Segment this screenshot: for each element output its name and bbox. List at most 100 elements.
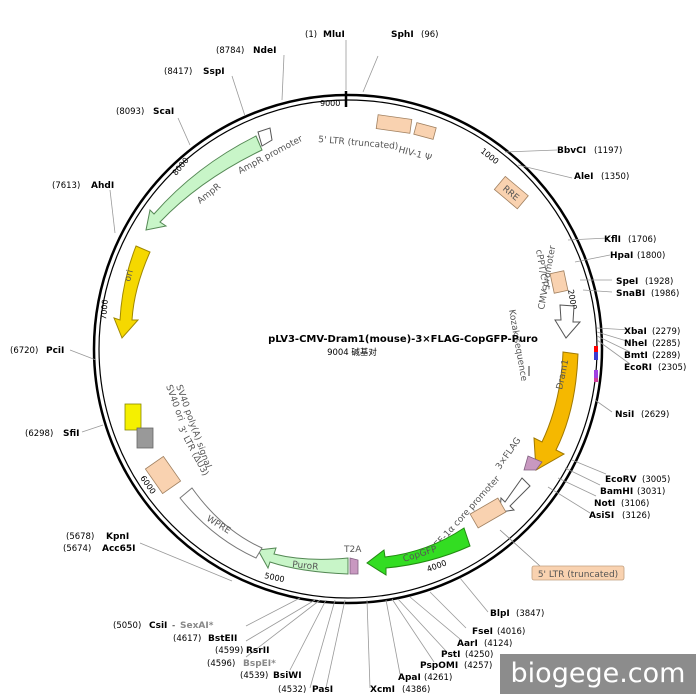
site-apai: ApaI [398,673,421,683]
tick-9000: 9000 [320,99,340,108]
mcs-mark-blue [594,352,598,360]
site-snabi: SnaBI [616,289,645,299]
wpre-feature [179,487,263,559]
leader-lines [69,40,631,689]
plasmid-size: 9004 碱基对 [327,347,377,358]
site-bsteii: BstEII [208,634,237,644]
site-bbvci-pos: (1197) [594,146,622,156]
site-pcii: PciI [46,346,64,356]
site-nhei-pos: (2285) [652,339,680,349]
sv40ori-feature [136,427,154,449]
ltr5-feature [375,114,413,134]
hiv-psi-feature [413,122,437,140]
site-bamhi-pos: (3031) [637,487,665,497]
site-aari-pos: (4124) [484,639,512,649]
ori-label: ori [123,269,136,283]
site-acc65i-pos: (5674) [63,544,91,554]
site-sspi: SspI [203,67,225,77]
site-bspei: BspEI* [243,659,276,669]
watermark: biogege.com [500,654,696,694]
site-mlui: MluI [323,30,345,40]
site-xcmi: XcmI [370,685,395,695]
puror-label: PuroR [292,560,319,573]
site-pspomi: PspOMI [420,661,458,671]
site-pasi: PasI [312,685,333,695]
site-bamhi: BamHI [600,487,633,497]
site-nhei: NheI [624,339,647,349]
site-xcmi-pos: (4386) [402,685,430,695]
site-bmti: BmtI [624,351,648,361]
site-spei-pos: (1928) [645,277,673,287]
site-psti-pos: (4250) [465,650,493,660]
kozak-label: Kozak sequence [506,309,529,383]
copgfp-arrow [366,527,471,576]
site-asisi-pos: (3126) [622,511,650,521]
site-pasi-pos: (4532) [278,685,306,695]
site-ecorv-pos: (3005) [642,475,670,485]
site-xbai-pos: (2279) [652,327,680,337]
site-kfli-pos: (1706) [628,235,656,245]
site-rsrii: RsrII [246,646,269,656]
site-xbai: XbaI [624,327,647,337]
site-bsteii-pos: (4617) [173,634,201,644]
site-bspei-pos: (4596) [207,659,235,669]
puror-arrow [257,547,349,575]
site-scai-pos: (8093) [116,107,144,117]
ori-arrow [113,245,151,339]
site-sfii-pos: (6298) [25,429,53,439]
site-nsii-pos: (2629) [641,410,669,420]
ltr5b-leader [499,529,541,567]
site-sphi: SphI [391,30,414,40]
sv40pa-feature [124,403,142,431]
mcs-mark-purple [594,370,598,378]
site-sfii: SfiI [63,429,80,439]
site-nsii: NsiI [615,410,634,420]
mcs-mark-red [594,346,598,352]
site-acc65i: Acc65I [102,544,136,554]
site-noti-pos: (3106) [621,499,649,509]
site-aari: AarI [457,639,478,649]
site-rsrii-pos: (4599) [215,646,243,656]
t2a-label: T2A [343,545,362,555]
site-blpi-pos: (3847) [516,609,544,619]
site-ahdi: AhdI [91,181,114,191]
site-pcii-pos: (6720) [10,346,38,356]
ef1a-promoter-arrow [499,477,531,513]
site-bsiwi-pos: (4539) [240,671,268,681]
flag-label: 3×FLAG [494,436,523,472]
site-sspi-pos: (8417) [164,67,192,77]
site-kpni-pos: (5678) [66,532,94,542]
mcs-mark-pink [594,378,598,382]
site-kfli: KflI [604,235,621,245]
site-fsei: FseI [472,627,493,637]
site-ecorv: EcoRV [605,475,637,485]
site-ndei-pos: (8784) [216,46,244,56]
site-fsei-pos: (4016) [497,627,525,637]
ltr5b-label: 5' LTR (truncated) [538,570,618,580]
hiv-psi-label: HIV-1 Ψ [397,145,432,163]
plasmid-name: pLV3-CMV-Dram1(mouse)-3×FLAG-CopGFP-Puro [268,334,538,345]
site-ahdi-pos: (7613) [52,181,80,191]
site-bbvci: BbvCI [557,146,586,156]
site-sphi-pos: (96) [421,30,438,40]
site-alei: AleI [574,172,594,182]
t2a-feature [349,557,359,575]
site-asisi: AsiSI [589,511,614,521]
site-csii-pos: (5050) [113,621,141,631]
site-noti: NotI [594,499,615,509]
site-bsiwi: BsiWI [273,671,302,681]
site-scai: ScaI [153,107,174,117]
tick-5000: 5000 [264,571,286,584]
site-apai-pos: (4261) [424,673,452,683]
ltr5b-tag [531,565,625,581]
site-csii: CsiI [149,621,167,631]
site-alei-pos: (1350) [601,172,629,182]
site-bmti-pos: (2289) [652,351,680,361]
rre-feature [493,175,529,210]
ltr5b-feature [469,497,507,529]
cmv-promoter-arrow [554,304,582,339]
site-psti: PstI [441,650,460,660]
site-spei: SpeI [616,277,638,287]
ampr-arrow [145,135,263,231]
